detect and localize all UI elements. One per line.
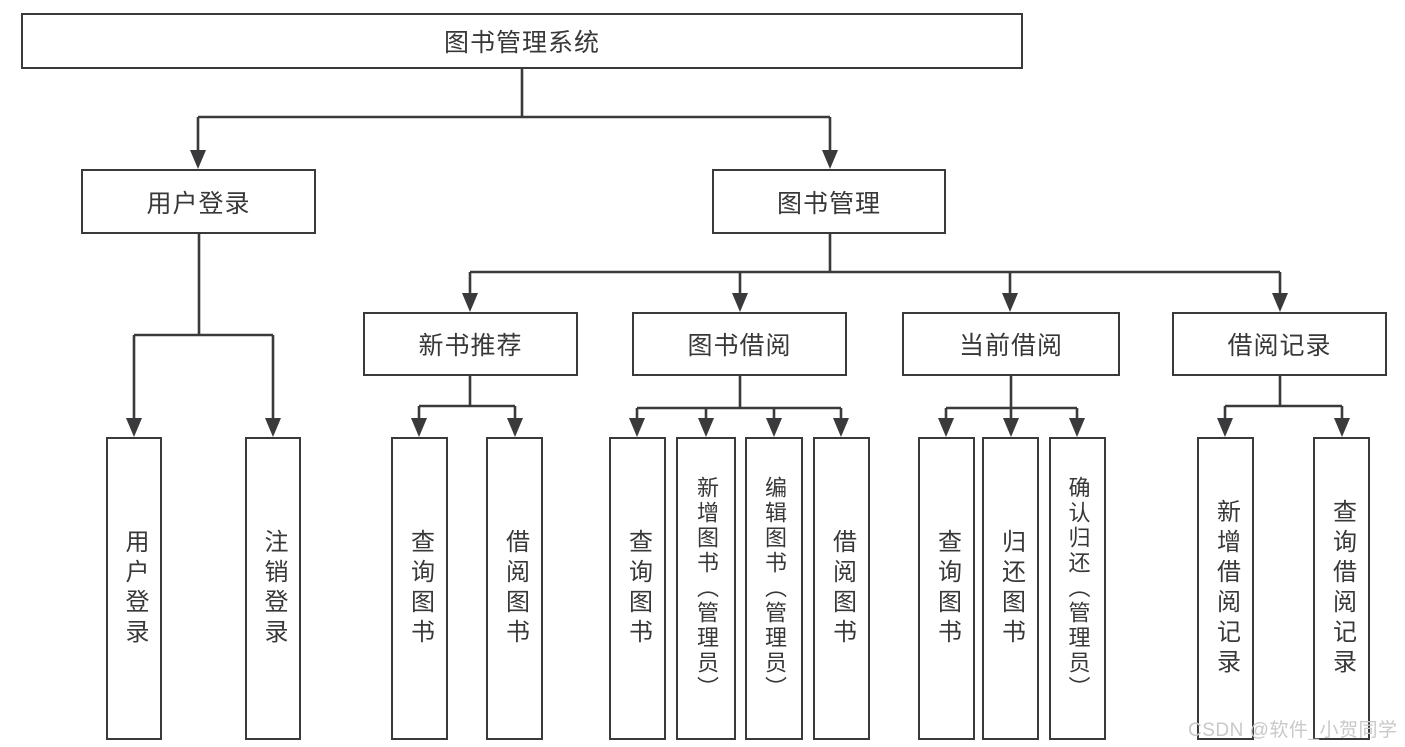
leaf-add-borrow-record: 新增借阅记录 <box>1197 437 1254 740</box>
csdn-watermark: CSDN @软件_小贺同学 <box>1188 720 1398 741</box>
leaf-return-books: 归还图书 <box>982 437 1039 740</box>
leaf-user-login: 用户登录 <box>106 437 162 740</box>
leaf-query-books-recommend: 查询图书 <box>391 437 448 740</box>
node-borrowing-records: 借阅记录 <box>1172 312 1387 376</box>
connector-book-borrow-children <box>629 376 849 437</box>
node-library-management-system: 图书管理系统 <box>21 13 1023 69</box>
node-book-borrowing: 图书借阅 <box>632 312 847 376</box>
leaf-query-books-borrow: 查询图书 <box>609 437 666 740</box>
connector-user-login-children <box>126 234 281 437</box>
leaf-query-borrow-record: 查询借阅记录 <box>1313 437 1370 740</box>
leaf-edit-books-admin: 编辑图书（管理员） <box>745 437 803 740</box>
leaf-borrow-books: 借阅图书 <box>813 437 870 740</box>
connector-root-to-level2 <box>190 69 838 169</box>
leaf-logout: 注销登录 <box>245 437 301 740</box>
connector-new-book-children <box>411 376 523 437</box>
leaf-query-books-current: 查询图书 <box>918 437 975 740</box>
node-book-management: 图书管理 <box>712 169 946 234</box>
leaf-add-books-admin: 新增图书（管理员） <box>676 437 736 740</box>
leaf-borrow-books-recommend: 借阅图书 <box>486 437 543 740</box>
leaf-confirm-return-admin: 确认归还（管理员） <box>1049 437 1106 740</box>
node-new-book-recommendation: 新书推荐 <box>363 312 578 376</box>
connector-book-management-children <box>462 234 1288 312</box>
node-current-borrowing: 当前借阅 <box>902 312 1120 376</box>
connector-borrow-records-children <box>1217 376 1350 437</box>
node-user-login: 用户登录 <box>81 169 316 234</box>
connector-current-borrow-children <box>938 376 1085 437</box>
